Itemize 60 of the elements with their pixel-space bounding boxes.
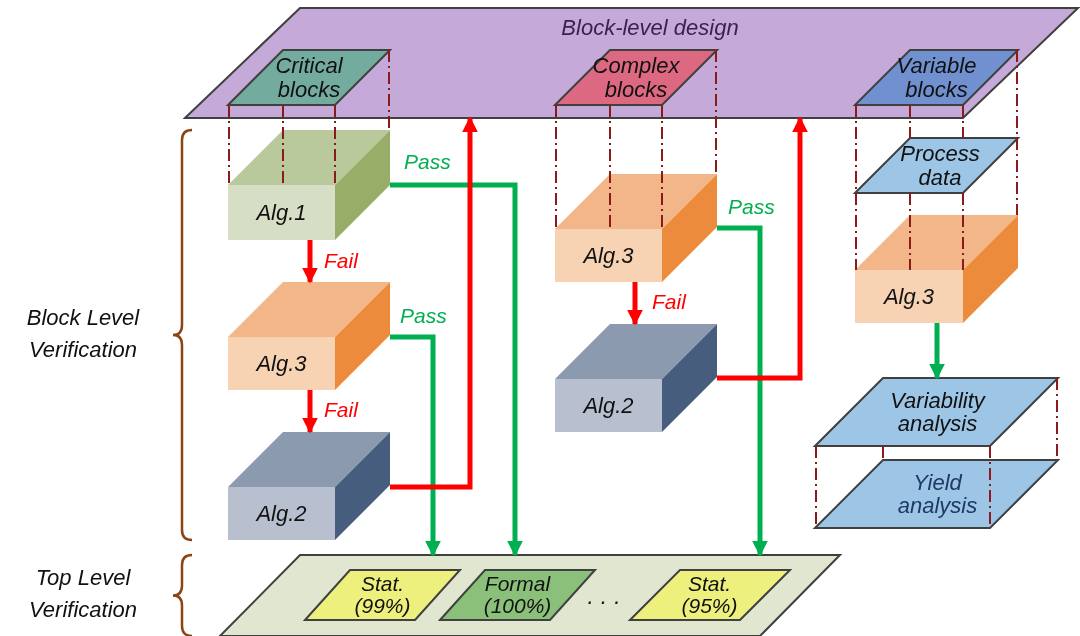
projection-line (855, 192, 857, 271)
parallelogram-box (855, 50, 1018, 105)
node-label: Alg.3 (254, 349, 308, 378)
arrow (302, 390, 318, 434)
projection-line (715, 49, 717, 175)
arrow (929, 323, 945, 380)
projection-line (661, 104, 663, 230)
node-label: Complex blocks (591, 52, 681, 104)
projection-line (909, 192, 911, 271)
projection-line (962, 104, 964, 139)
projection-line (388, 49, 390, 131)
node-label: Alg.2 (581, 391, 635, 420)
arrow (390, 116, 478, 490)
parallelogram-box (555, 50, 717, 105)
cube-block (555, 174, 717, 282)
parallelogram-box (815, 378, 1058, 446)
node-label: Variability analysis (889, 386, 987, 438)
projection-line (962, 192, 964, 271)
side-label: Top Level Verification (28, 564, 138, 624)
projection-line (228, 104, 230, 186)
node-label: Alg.3 (581, 241, 635, 270)
arrow (717, 116, 808, 381)
node-label: Alg.3 (882, 282, 936, 311)
projection-line (334, 104, 336, 186)
projection-line (882, 445, 884, 461)
parallelogram-box (815, 460, 1058, 528)
node-label: Process data (899, 140, 981, 192)
cube-block (855, 215, 1018, 323)
cube-block (228, 130, 390, 240)
projection-line (909, 104, 911, 139)
parallelogram-box (228, 50, 390, 105)
node-label: Formal (100%) (482, 570, 553, 619)
arrow (717, 225, 768, 557)
cube-block (228, 282, 390, 390)
cube-block (228, 432, 390, 540)
node-label: Alg.2 (254, 499, 308, 528)
parallelogram-box (630, 570, 790, 620)
node-label: Critical blocks (274, 52, 344, 104)
node-label: Stat. (95%) (680, 570, 739, 619)
projection-line (282, 104, 284, 186)
arrow (390, 334, 441, 557)
node-label: Stat. (99%) (353, 570, 412, 619)
arrow (390, 182, 523, 557)
arrow (302, 240, 318, 284)
parallelogram-box (305, 570, 460, 620)
projection-line (1016, 137, 1018, 216)
parallelogram-box (855, 138, 1018, 193)
node-label: Block-level design (560, 14, 740, 43)
side-label: Block Level Verification (25, 304, 141, 364)
node-label: Alg.1 (254, 198, 308, 227)
arrow (627, 282, 643, 326)
parallelogram-box (440, 570, 595, 620)
node-label: Variable blocks (895, 52, 978, 104)
platform-parallelogram (220, 555, 840, 636)
projection-line (555, 104, 557, 230)
platform-parallelogram (185, 8, 1078, 118)
cube-block (555, 324, 717, 432)
projection-line (609, 104, 611, 230)
node-label: Yield analysis (896, 468, 979, 520)
ellipsis-text: · · · (584, 588, 622, 616)
